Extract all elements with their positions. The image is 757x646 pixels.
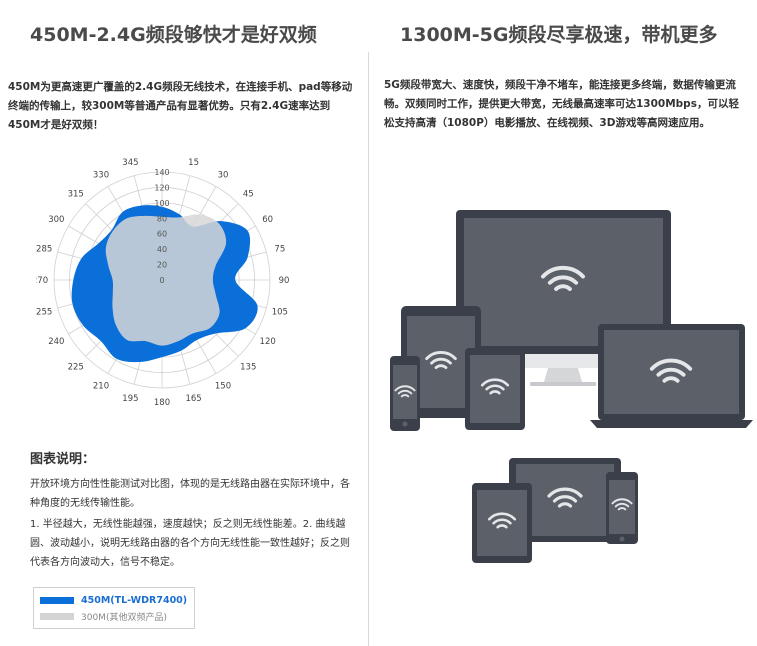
angle-label: 165 bbox=[185, 394, 201, 404]
angle-label: 120 bbox=[260, 337, 276, 347]
angle-label: 225 bbox=[68, 362, 84, 372]
radial-tick-label: 60 bbox=[157, 230, 167, 239]
angle-label: 300 bbox=[48, 215, 64, 225]
angle-label: 330 bbox=[93, 170, 109, 180]
left-title: 450M-2.4G频段够快才是好双频 bbox=[30, 24, 317, 46]
radial-tick-label: 40 bbox=[157, 245, 167, 254]
angle-label: 315 bbox=[68, 190, 84, 200]
devices-illustration bbox=[388, 206, 757, 566]
angle-label: 270 bbox=[36, 276, 48, 286]
angle-label: 30 bbox=[218, 170, 229, 180]
right-title: 1300M-5G频段尽享极速，带机更多 bbox=[400, 24, 718, 46]
column-divider bbox=[368, 52, 369, 646]
angle-label: 135 bbox=[240, 362, 256, 372]
angle-label: 210 bbox=[93, 382, 109, 392]
radial-tick-label: 20 bbox=[157, 261, 167, 270]
angle-label: 240 bbox=[48, 337, 64, 347]
devices-svg bbox=[390, 210, 753, 563]
series-300m-area bbox=[105, 214, 227, 346]
angle-label: 90 bbox=[279, 276, 290, 286]
radar-chart: 0 20 40 60 80 100 120 140 15 30 45 60 75 90 105 120 135 1… bbox=[32, 156, 326, 418]
radial-tick-label: 80 bbox=[157, 214, 167, 223]
chart-legend: 450M(TL-WDR7400) 300M(其他双频产品) bbox=[33, 587, 195, 629]
radial-tick-label: 120 bbox=[154, 183, 169, 192]
angle-label: 75 bbox=[274, 244, 285, 254]
legend-swatch-blue bbox=[40, 596, 74, 604]
angle-label: 150 bbox=[215, 382, 231, 392]
legend-swatch-gray bbox=[40, 612, 74, 620]
radial-tick-label: 100 bbox=[154, 199, 169, 208]
radar-svg: 0 20 40 60 80 100 120 140 15 30 45 60 75 90 105 120 135 1… bbox=[32, 158, 290, 408]
angle-label: 180 bbox=[154, 398, 170, 408]
bottom-tablet-left bbox=[472, 483, 532, 563]
legend-item-300m: 300M(其他双频产品) bbox=[40, 609, 167, 623]
angle-label: 345 bbox=[122, 158, 138, 168]
chart-description-intro: 开放环境方向性性能测试对比图，体现的是无线路由器在实际环境中，各种角度的无线传输… bbox=[30, 479, 350, 509]
angle-label: 285 bbox=[36, 244, 52, 254]
angle-label: 195 bbox=[122, 394, 138, 404]
right-paragraph: 5G频段带宽大、速度快，频段干净不堵车，能连接更多终端，数据传输更流畅。双频同时… bbox=[384, 79, 739, 129]
angle-label: 105 bbox=[272, 308, 288, 318]
bottom-phone-right bbox=[606, 472, 638, 544]
angle-label: 255 bbox=[36, 308, 52, 318]
radial-tick-label: 140 bbox=[154, 168, 169, 177]
legend-heading: 图表说明： bbox=[30, 452, 96, 467]
radial-tick-label: 0 bbox=[159, 276, 164, 285]
laptop bbox=[590, 324, 753, 428]
angle-label: 15 bbox=[188, 158, 199, 168]
left-paragraph: 450M为更高速更广覆盖的2.4G频段无线技术，在连接手机、pad等移动终端的传… bbox=[8, 81, 353, 131]
angle-label: 60 bbox=[262, 215, 273, 225]
legend-item-450m: 450M(TL-WDR7400) bbox=[40, 593, 187, 607]
legend-label-300m: 300M(其他双频产品) bbox=[81, 612, 167, 623]
tablet-small bbox=[465, 348, 525, 430]
legend-label-450m: 450M(TL-WDR7400) bbox=[81, 594, 188, 606]
phone-left bbox=[390, 356, 420, 431]
chart-description-points: 1. 半径越大，无线性能越强，速度越快；反之则无线性能差。2. 曲线越圆、波动越… bbox=[30, 519, 350, 568]
bottom-tablet-center bbox=[509, 458, 621, 542]
angle-label: 45 bbox=[243, 190, 254, 200]
